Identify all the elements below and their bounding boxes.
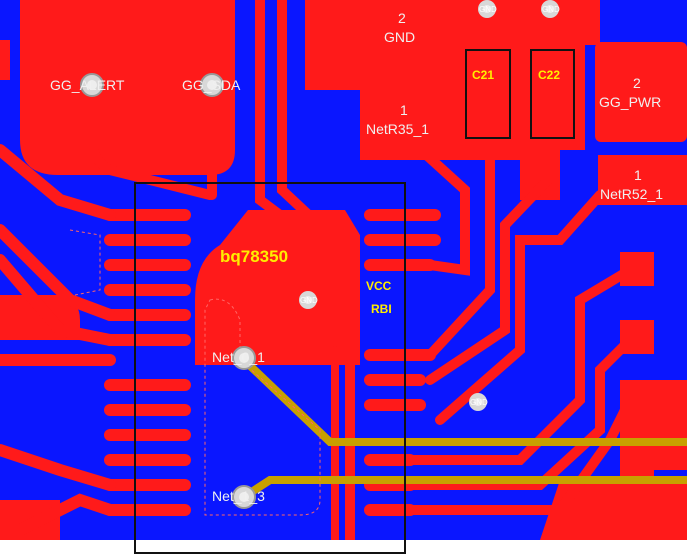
via-label-gnd-center: GND — [300, 296, 318, 305]
top-copper-traces — [0, 0, 635, 545]
via-label-gnd-top-2: GND — [542, 5, 560, 14]
pad-netr52-number: 1 — [634, 167, 642, 183]
top-copper-regions — [0, 0, 687, 540]
pad-netr52-net: NetR52_1 — [600, 186, 663, 202]
via-label-gg-alert: GG_ALERT — [50, 77, 125, 93]
cap-c22-designator: C22 — [538, 68, 560, 82]
cap-c21-outline — [465, 49, 511, 139]
pad-netr35-number: 1 — [400, 102, 408, 118]
pad-gnd-number: 2 — [398, 10, 406, 26]
cap-c22-outline — [530, 49, 575, 139]
keepout-outlines — [69, 229, 321, 516]
via-label-gnd-right: GND — [470, 398, 488, 407]
via-label-gg-sda: GG_SDA — [182, 77, 241, 93]
vias — [80, 0, 559, 509]
via-label-net-low: Net_1_3 — [212, 488, 265, 504]
pin-label-vcc: VCC — [366, 279, 392, 293]
pin-label-rbi: RBI — [371, 302, 392, 316]
via-label-net-mid: Net_0_1 — [212, 349, 265, 365]
pad-gnd-net: GND — [384, 29, 415, 45]
pad-gg-pwr-net: GG_PWR — [599, 94, 661, 110]
cap-c21-designator: C21 — [472, 68, 494, 82]
via-label-gnd-top-1: GND — [479, 5, 497, 14]
pad-gg-pwr-number: 2 — [633, 75, 641, 91]
ic-designator: bq78350 — [220, 247, 288, 266]
edge-pads — [620, 252, 654, 490]
pad-netr35-net: NetR35_1 — [366, 121, 429, 137]
